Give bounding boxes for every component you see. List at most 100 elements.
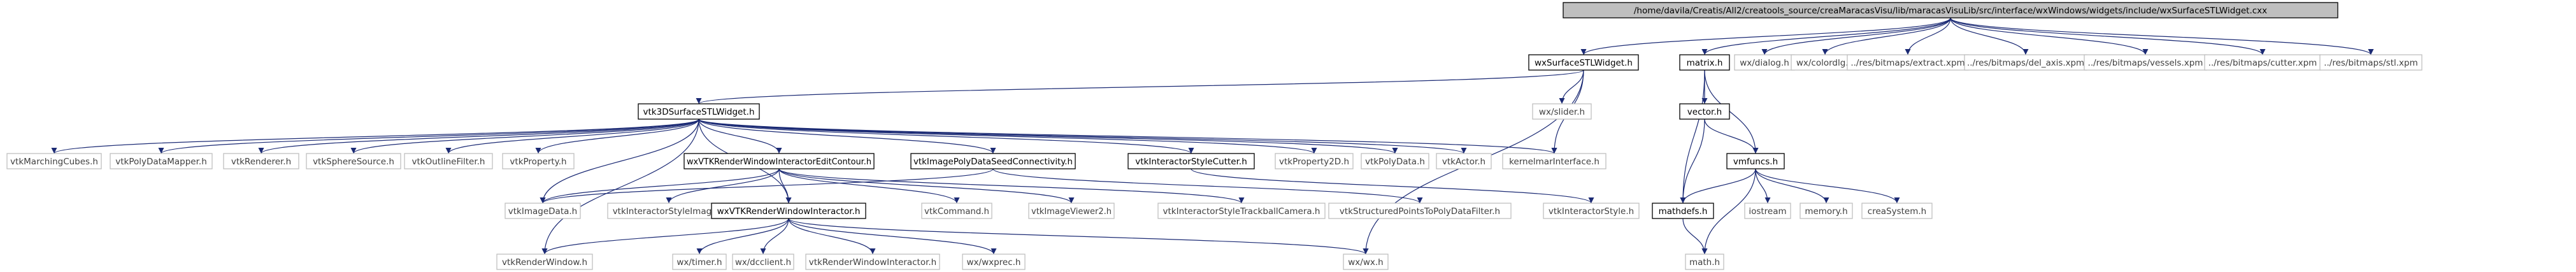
node-label: vtkRenderer.h bbox=[231, 157, 291, 167]
node-box bbox=[1847, 54, 1969, 71]
node-label: vtkMarchingCubes.h bbox=[10, 157, 98, 167]
node-vtk3DSurfaceSTLWidget[interactable]: vtk3DSurfaceSTLWidget.h bbox=[638, 103, 760, 120]
edge-vtk3DSurfaceSTLWidget-to-kernelmarinterface bbox=[698, 118, 1557, 154]
node-creaSystem: creaSystem.h bbox=[1861, 203, 1933, 219]
node-wxwxprec: wx/wxprec.h bbox=[962, 254, 1026, 270]
node-label: wx/slider.h bbox=[1539, 107, 1585, 117]
node-label: vtkPolyDataMapper.h bbox=[115, 157, 207, 167]
node-wxVTKRWIEditContour[interactable]: wxVTKRenderWindowInteractorEditContour.h bbox=[683, 153, 875, 169]
edge-wxVTKRWIEditContour-to-vtkImageViewer2 bbox=[778, 168, 1075, 204]
edge-root-to-wxcolordlg bbox=[1822, 17, 1951, 55]
node-box bbox=[672, 254, 727, 270]
node-box bbox=[306, 153, 401, 169]
node-label: ../res/bitmaps/vessels.xpm bbox=[2088, 58, 2203, 68]
edge-wxVTKRWIEditContour-to-vtkCommand bbox=[778, 168, 960, 204]
node-label: wx/dialog.h bbox=[1740, 58, 1789, 68]
node-box bbox=[1685, 254, 1724, 270]
edge-vtk3DSurfaceSTLWidget-to-vtkProperty2D bbox=[698, 118, 1317, 154]
node-vtkSphereSource: vtkSphereSource.h bbox=[306, 153, 401, 169]
node-vtkImagePolyDataSeedConnectivity[interactable]: vtkImagePolyDataSeedConnectivity.h bbox=[910, 153, 1076, 169]
edge-mathdefs-to-math bbox=[1682, 218, 1708, 255]
edge-vtk3DSurfaceSTLWidget-to-vtkImageData bbox=[540, 118, 699, 204]
node-vtkProperty: vtkProperty.h bbox=[502, 153, 575, 169]
edge-wxVTKRWI-to-wxwx bbox=[788, 218, 1369, 255]
node-wxVTKRWI[interactable]: wxVTKRenderWindowInteractor.h bbox=[711, 203, 866, 219]
edge-vtkInteractorStyleCutter-to-vtkInteractorStyle bbox=[1191, 168, 1594, 204]
node-label: ../res/bitmaps/cutter.xpm bbox=[2208, 58, 2317, 68]
node-mathdefs[interactable]: mathdefs.h bbox=[1652, 203, 1714, 219]
node-box bbox=[1028, 203, 1115, 219]
node-label: vtkActor.h bbox=[1442, 157, 1485, 167]
node-box bbox=[1726, 153, 1785, 169]
node-box bbox=[1361, 153, 1429, 169]
node-box bbox=[1679, 103, 1730, 120]
node-label: memory.h bbox=[1805, 206, 1847, 217]
edge-root-to-cutter bbox=[1950, 17, 2266, 55]
node-cutter: ../res/bitmaps/cutter.xpm bbox=[2204, 54, 2321, 71]
node-math: math.h bbox=[1685, 254, 1724, 270]
node-label: vtkInteractorStyleCutter.h bbox=[1135, 157, 1247, 167]
node-label: wxVTKRenderWindowInteractor.h bbox=[717, 206, 861, 217]
node-box bbox=[6, 153, 102, 169]
edge-vmfuncs-to-iostream bbox=[1755, 168, 1771, 204]
node-matrix[interactable]: matrix.h bbox=[1679, 54, 1730, 71]
edge-matrix-to-vmfuncs bbox=[1704, 69, 1759, 154]
node-label: vtkCommand.h bbox=[924, 206, 989, 217]
edge-wxVTKRWI-to-wxtimer bbox=[696, 218, 789, 255]
edge-wxSurfaceSTLWidget-to-vtk3DSurfaceSTLWidget bbox=[696, 69, 1584, 104]
node-label: wxVTKRenderWindowInteractorEditContour.h bbox=[687, 157, 871, 167]
node-memory: memory.h bbox=[1800, 203, 1853, 219]
node-label: vtkRenderWindow.h bbox=[502, 257, 587, 268]
node-stl: ../res/bitmaps/stl.xpm bbox=[2319, 54, 2422, 71]
edge-vmfuncs-to-math bbox=[1701, 168, 1756, 255]
node-vtkInteractorStyleTrackballCamera: vtkInteractorStyleTrackballCamera.h bbox=[1157, 203, 1326, 219]
node-vessels: ../res/bitmaps/vessels.xpm bbox=[2084, 54, 2207, 71]
node-vtkInteractorStyleCutter[interactable]: vtkInteractorStyleCutter.h bbox=[1127, 153, 1255, 169]
edge-root-to-wxdialog bbox=[1761, 17, 1951, 55]
node-label: creaSystem.h bbox=[1868, 206, 1926, 217]
node-vmfuncs[interactable]: vmfuncs.h bbox=[1726, 153, 1785, 169]
node-wxdialog: wx/dialog.h bbox=[1734, 54, 1795, 71]
node-box bbox=[683, 153, 875, 169]
node-vtkStructuredPointsToPolyDataFilter: vtkStructuredPointsToPolyDataFilter.h bbox=[1328, 203, 1512, 219]
node-label: wx/colordlg.h bbox=[1796, 58, 1854, 68]
node-box bbox=[223, 153, 299, 169]
node-label: ../res/bitmaps/del_axis.xpm bbox=[1967, 58, 2084, 68]
node-label: wxSurfaceSTLWidget.h bbox=[1535, 58, 1633, 68]
edge-vtk3DSurfaceSTLWidget-to-vtkProperty bbox=[535, 118, 699, 154]
node-label: vtkProperty.h bbox=[510, 157, 566, 167]
edge-root-to-vessels bbox=[1950, 17, 2149, 55]
node-label: vtkInteractorStyleImage.h bbox=[613, 206, 726, 217]
edge-vmfuncs-to-memory bbox=[1755, 168, 1829, 204]
node-box bbox=[921, 203, 992, 219]
node-vtkRenderer: vtkRenderer.h bbox=[223, 153, 299, 169]
node-label: wx/dcclient.h bbox=[735, 257, 791, 268]
node-vtkOutlineFilter: vtkOutlineFilter.h bbox=[404, 153, 493, 169]
node-vtkRenderWindowInteractor: vtkRenderWindowInteractor.h bbox=[805, 254, 940, 270]
edge-vmfuncs-to-creaSystem bbox=[1755, 168, 1900, 204]
edge-vtk3DSurfaceSTLWidget-to-vtkOutlineFilter bbox=[445, 118, 699, 154]
edge-root-to-extract bbox=[1905, 17, 1951, 55]
node-label: mathdefs.h bbox=[1659, 206, 1708, 217]
edge-vector-to-mathdefs bbox=[1680, 118, 1705, 204]
node-label: matrix.h bbox=[1687, 58, 1723, 68]
node-box bbox=[732, 254, 794, 270]
node-vector[interactable]: vector.h bbox=[1679, 103, 1730, 120]
node-label: vtkImageViewer2.h bbox=[1031, 206, 1112, 217]
edge-vtk3DSurfaceSTLWidget-to-vtkInteractorStyleCutter bbox=[698, 118, 1194, 154]
node-label: ../res/bitmaps/stl.xpm bbox=[2324, 58, 2418, 68]
node-kernelmarinterface: kernelmarInterface.h bbox=[1502, 153, 1606, 169]
node-wxSurfaceSTLWidget[interactable]: wxSurfaceSTLWidget.h bbox=[1528, 54, 1639, 71]
edge-wxSurfaceSTLWidget-to-wxslider bbox=[1559, 69, 1584, 104]
node-vtkPolyData: vtkPolyData.h bbox=[1361, 153, 1429, 169]
node-label: /home/davila/Creatis/All2/creatools_sour… bbox=[1634, 6, 2267, 16]
edge-wxVTKRWIEditContour-to-vtkImageData bbox=[540, 168, 780, 204]
edge-root-to-wxSurfaceSTLWidget bbox=[1580, 17, 1951, 55]
node-box bbox=[1861, 203, 1933, 219]
edge-vector-to-vmfuncs bbox=[1704, 118, 1759, 154]
node-label: kernelmarInterface.h bbox=[1509, 157, 1599, 167]
node-root[interactable]: /home/davila/Creatis/All2/creatools_sour… bbox=[1563, 2, 2338, 18]
node-wxtimer: wx/timer.h bbox=[672, 254, 727, 270]
node-box bbox=[1679, 54, 1730, 71]
node-box bbox=[1343, 254, 1389, 270]
